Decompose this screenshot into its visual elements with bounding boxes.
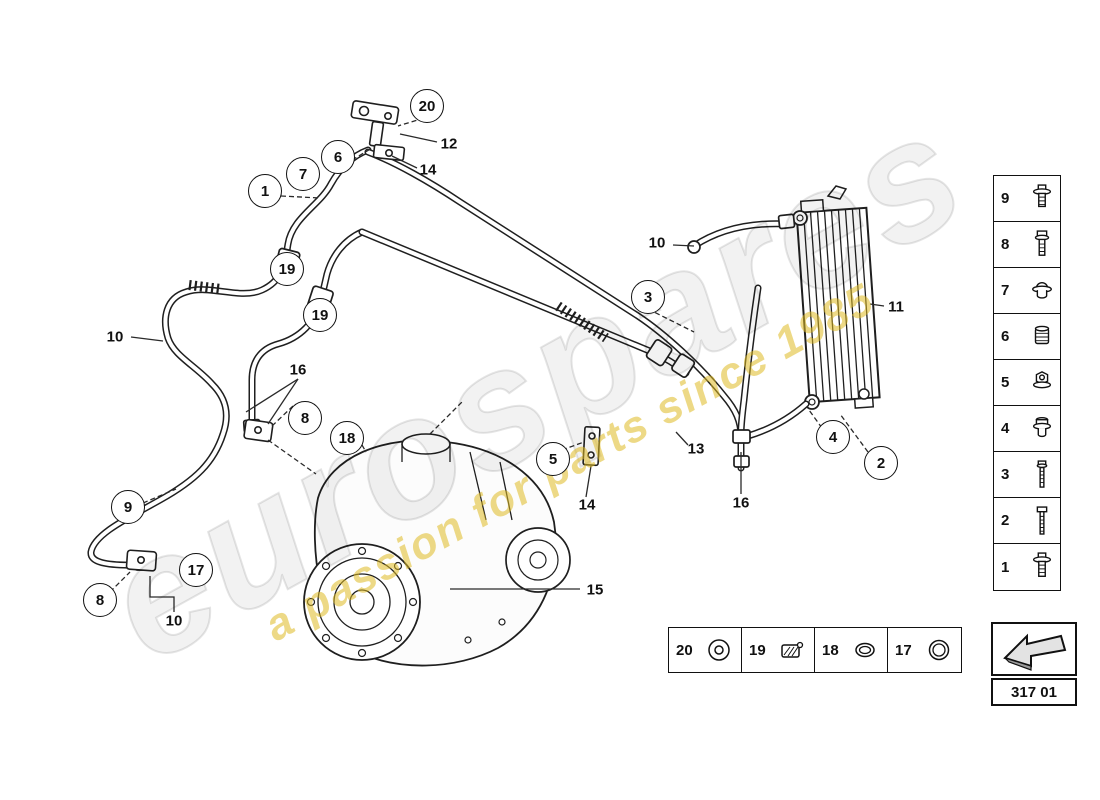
callout-19-b[interactable]: 19 [303,298,337,332]
callout-8-a[interactable]: 8 [288,401,322,435]
callout-18[interactable]: 18 [330,421,364,455]
oil-cooler [792,185,881,410]
flange-bolt-icon [1032,552,1052,577]
part-label-16-a: 16 [289,361,307,379]
legend-item-3[interactable]: 3 [994,452,1060,498]
callout-label: 19 [311,306,329,324]
legend-item-number: 1 [1001,558,1010,576]
legend-item-number: 3 [1001,466,1010,483]
legend-item-17[interactable]: 17 [888,628,961,672]
callout-17[interactable]: 17 [179,553,213,587]
legend-item-number: 20 [676,641,693,659]
part-label-10-c: 10 [165,612,183,630]
legend-item-number: 19 [749,641,766,659]
part-label-10-b: 10 [648,234,666,252]
callout-6[interactable]: 6 [321,140,355,174]
callout-label: 5 [548,450,558,468]
callout-7[interactable]: 7 [286,157,320,191]
part-label-14-b: 14 [578,496,596,514]
legend-item-number: 17 [895,641,912,659]
callout-4[interactable]: 4 [816,420,850,454]
part-label-13: 13 [687,440,705,458]
legend-item-4[interactable]: 4 [994,406,1060,452]
seal-ring-icon [928,639,950,661]
sleeve-icon [1034,325,1050,344]
part-label-11: 11 [888,298,904,316]
long-bolt-icon [1036,505,1048,535]
part-label-14-a: 14 [419,161,437,179]
seal-legend-row: 20 19 18 17 [668,627,962,673]
direction-arrow-box[interactable] [991,622,1077,676]
washer-icon [708,639,730,661]
legend-item-9[interactable]: 9 [994,176,1060,222]
legend-item-5[interactable]: 5 [994,360,1060,406]
callout-label: 3 [643,288,653,306]
legend-item-8[interactable]: 8 [994,222,1060,268]
callout-1[interactable]: 1 [248,174,282,208]
callout-19-a[interactable]: 19 [270,252,304,286]
legend-item-2[interactable]: 2 [994,498,1060,544]
callout-8-b[interactable]: 8 [83,583,117,617]
screw-icon [1036,459,1048,488]
leader-lines-solid [130,133,885,612]
grommet-stem-icon [1032,416,1052,437]
legend-item-number: 2 [1001,512,1010,529]
flange-bolt-icon [1032,183,1052,207]
diagram-number-box: 317 01 [991,678,1077,706]
legend-item-20[interactable]: 20 [669,628,742,672]
legend-item-number: 5 [1001,374,1010,391]
differential-housing [303,433,571,667]
bolt-washer-icon [1034,229,1050,256]
callout-5[interactable]: 5 [536,442,570,476]
flange-nut-icon [1032,370,1052,388]
part-label-16-b: 16 [732,494,750,512]
legend-item-18[interactable]: 18 [815,628,888,672]
callout-label: 4 [828,428,838,446]
callout-label: 19 [278,260,296,278]
legend-item-number: 6 [1001,328,1010,345]
legend-item-number: 7 [1001,282,1010,299]
part-label-10-a: 10 [106,328,124,346]
direction-arrow-icon [1003,633,1067,671]
o-ring-icon [855,642,875,658]
oil-hoses [91,150,806,565]
callout-label: 2 [876,454,886,472]
callout-label: 7 [298,165,308,183]
callout-label: 18 [338,429,356,447]
callout-20[interactable]: 20 [410,89,444,123]
callout-3[interactable]: 3 [631,280,665,314]
callout-2[interactable]: 2 [864,446,898,480]
legend-item-7[interactable]: 7 [994,268,1060,314]
callout-label: 20 [418,97,436,115]
clip-icon [781,641,804,658]
callout-label: 17 [187,561,205,579]
callout-label: 9 [123,498,133,516]
legend-item-6[interactable]: 6 [994,314,1060,360]
mounting-brackets [125,100,601,572]
legend-item-number: 18 [822,641,839,659]
legend-item-number: 9 [1001,190,1010,207]
legend-item-number: 4 [1001,420,1010,437]
callout-label: 8 [300,409,310,427]
callout-label: 6 [333,148,343,166]
diagram-number: 317 01 [1011,683,1057,701]
legend-item-number: 8 [1001,236,1010,253]
fastener-legend: 9 8 7 6 [993,175,1061,591]
part-label-12: 12 [440,135,458,153]
callout-label: 1 [260,182,270,200]
part-label-15: 15 [586,581,604,599]
callout-label: 8 [95,591,105,609]
legend-item-1[interactable]: 1 [994,544,1060,590]
grommet-icon [1032,281,1052,299]
legend-item-19[interactable]: 19 [742,628,815,672]
callout-9[interactable]: 9 [111,490,145,524]
